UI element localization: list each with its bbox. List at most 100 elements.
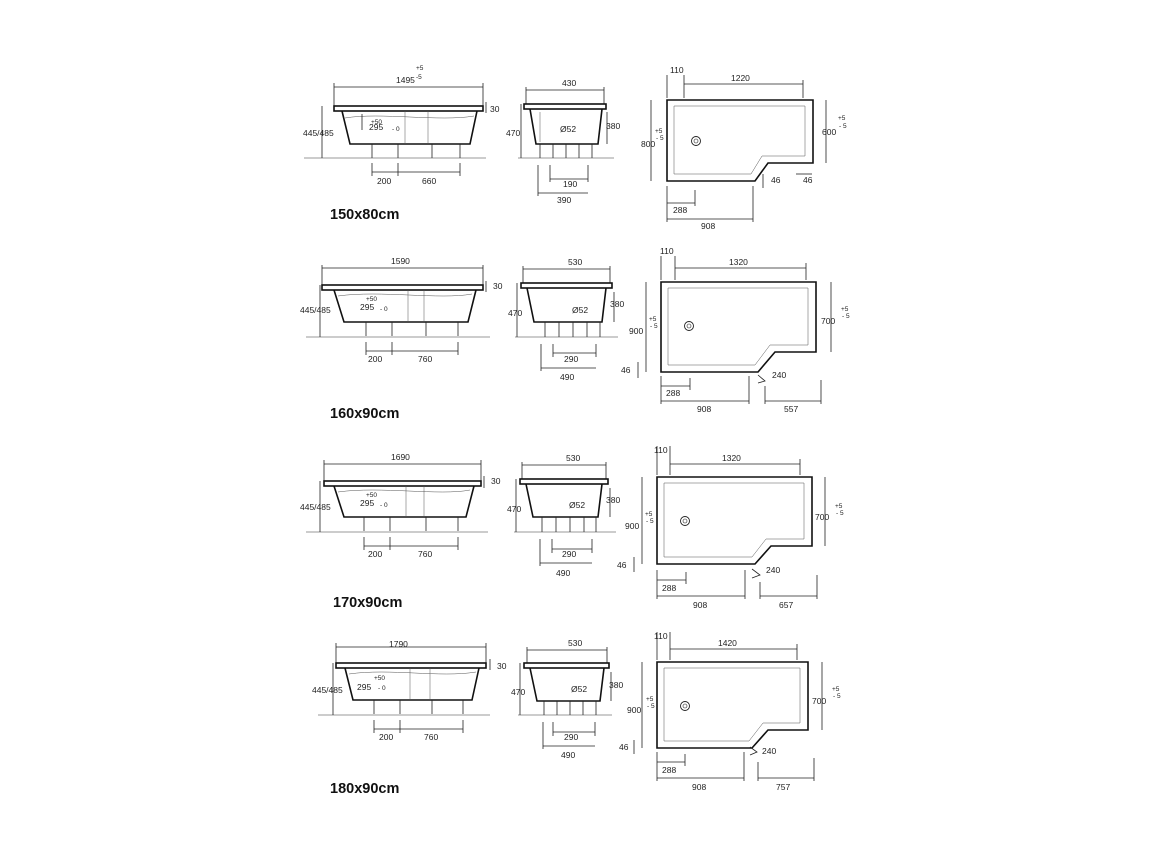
end-inner: 380 bbox=[606, 121, 620, 131]
end-inner: 380 bbox=[609, 680, 623, 690]
size-label: 150x80cm bbox=[330, 207, 399, 223]
plan-top: 1320 bbox=[729, 257, 748, 267]
side-outlet-minus: - 0 bbox=[392, 126, 400, 133]
side-outlet-plus: +50 bbox=[366, 492, 377, 499]
side-rim: 30 bbox=[490, 104, 500, 114]
model-row-4: 1790 445/485 30 295 +50 - 0 200 760 bbox=[312, 631, 841, 797]
side-outlet: 295 bbox=[369, 122, 383, 132]
end-base: 490 bbox=[560, 372, 574, 382]
plan-view: 110 1320 900 +5 - 5 700 +5 - 5 46 240 28… bbox=[621, 246, 850, 414]
side-length: 1690 bbox=[391, 452, 410, 462]
plan-top: 1320 bbox=[722, 453, 741, 463]
end-width: 530 bbox=[566, 453, 580, 463]
end-drain: Ø52 bbox=[569, 500, 585, 510]
plan-narrow-tol-plus: +5 bbox=[841, 306, 849, 313]
plan-step2: 46 bbox=[803, 175, 813, 185]
model-row-2: 1590 445/485 30 295 +50 - 0 200 760 bbox=[300, 246, 850, 422]
plan-step: 46 bbox=[771, 175, 781, 185]
size-label: 180x90cm bbox=[330, 781, 399, 797]
end-feet: 290 bbox=[564, 354, 578, 364]
plan-length: 908 bbox=[701, 221, 715, 231]
side-height: 445/485 bbox=[312, 685, 343, 695]
plan-view: 110 1320 900 +5 - 5 700 +5 - 5 46 240 28… bbox=[617, 445, 844, 610]
plan-depth: 900 bbox=[625, 521, 639, 531]
plan-depth-tol-plus: +5 bbox=[649, 316, 657, 323]
end-drain: Ø52 bbox=[571, 684, 587, 694]
side-view: 1790 445/485 30 295 +50 - 0 200 760 bbox=[312, 639, 507, 742]
side-leg2: 760 bbox=[424, 732, 438, 742]
side-outlet: 295 bbox=[357, 682, 371, 692]
plan-narrow-tol-minus: - 5 bbox=[842, 313, 850, 320]
end-height: 470 bbox=[506, 128, 520, 138]
model-row-1: 1495 +5 -5 445/485 30 295 +50 bbox=[303, 65, 847, 231]
side-outlet-minus: - 0 bbox=[380, 306, 388, 313]
end-base: 490 bbox=[561, 750, 575, 760]
end-height: 470 bbox=[508, 308, 522, 318]
plan-drain-pos: 288 bbox=[662, 765, 676, 775]
side-outlet-minus: - 0 bbox=[378, 685, 386, 692]
plan-narrow: 600 bbox=[822, 127, 836, 137]
end-inner: 380 bbox=[610, 299, 624, 309]
plan-view: 110 1220 800 +5 - 5 600 +5 - 5 46 46 288 bbox=[641, 65, 847, 231]
plan-depth: 900 bbox=[629, 326, 643, 336]
end-feet: 290 bbox=[564, 732, 578, 742]
side-leg1: 200 bbox=[377, 176, 391, 186]
model-row-3: 1690 445/485 30 295 +50 - 0 200 760 bbox=[300, 445, 844, 611]
side-length: 1590 bbox=[391, 256, 410, 266]
side-height: 445/485 bbox=[300, 305, 331, 315]
end-base: 390 bbox=[557, 195, 571, 205]
side-view: 1495 +5 -5 445/485 30 295 +50 bbox=[303, 65, 500, 186]
plan-depth-tol-minus: - 5 bbox=[656, 135, 664, 142]
side-length: 1790 bbox=[389, 639, 408, 649]
plan-depth-tol-minus: - 5 bbox=[647, 703, 655, 710]
side-rim: 30 bbox=[493, 281, 503, 291]
plan-step: 46 bbox=[617, 560, 627, 570]
plan-step: 46 bbox=[621, 365, 631, 375]
side-height: 445/485 bbox=[300, 502, 331, 512]
plan-front: 110 bbox=[660, 246, 674, 256]
end-view: 430 470 380 Ø52 190 390 bbox=[506, 78, 620, 205]
plan-narrow: 700 bbox=[815, 512, 829, 522]
side-tol-minus: -5 bbox=[416, 74, 422, 81]
plan-front: 110 bbox=[670, 65, 684, 75]
end-view: 530 470 380 Ø52 290 490 bbox=[511, 638, 623, 760]
plan-narrow-tol-plus: +5 bbox=[835, 503, 843, 510]
side-leg2: 660 bbox=[422, 176, 436, 186]
plan-top: 1420 bbox=[718, 638, 737, 648]
plan-narrow-tol-minus: - 5 bbox=[833, 693, 841, 700]
plan-narrow-tol-plus: +5 bbox=[838, 115, 846, 122]
plan-depth-tol-plus: +5 bbox=[646, 696, 654, 703]
side-outlet: 295 bbox=[360, 302, 374, 312]
plan-narrow: 700 bbox=[812, 696, 826, 706]
side-outlet-plus: +50 bbox=[374, 675, 385, 682]
side-outlet-plus: +50 bbox=[366, 296, 377, 303]
plan-depth-tol-minus: - 5 bbox=[646, 518, 654, 525]
side-rim: 30 bbox=[491, 476, 501, 486]
plan-front: 110 bbox=[654, 445, 668, 455]
plan-angle: 240 bbox=[766, 565, 780, 575]
side-rim: 30 bbox=[497, 661, 507, 671]
end-width: 530 bbox=[568, 638, 582, 648]
side-length: 1495 bbox=[396, 75, 415, 85]
end-feet: 190 bbox=[563, 179, 577, 189]
side-leg2: 760 bbox=[418, 354, 432, 364]
side-outlet-plus: +50 bbox=[371, 119, 382, 126]
end-view: 530 470 380 Ø52 290 490 bbox=[508, 257, 624, 382]
end-height: 470 bbox=[507, 504, 521, 514]
end-height: 470 bbox=[511, 687, 525, 697]
plan-tail: 657 bbox=[779, 600, 793, 610]
end-width: 530 bbox=[568, 257, 582, 267]
side-view: 1590 445/485 30 295 +50 - 0 200 760 bbox=[300, 256, 503, 364]
side-leg1: 200 bbox=[379, 732, 393, 742]
plan-length: 908 bbox=[692, 782, 706, 792]
plan-angle: 240 bbox=[762, 746, 776, 756]
size-label: 170x90cm bbox=[333, 595, 402, 611]
end-drain: Ø52 bbox=[572, 305, 588, 315]
end-drain: Ø52 bbox=[560, 124, 576, 134]
plan-top: 1220 bbox=[731, 73, 750, 83]
plan-front: 110 bbox=[654, 631, 668, 641]
plan-tail: 757 bbox=[776, 782, 790, 792]
plan-narrow-tol-minus: - 5 bbox=[839, 123, 847, 130]
plan-depth: 800 bbox=[641, 139, 655, 149]
side-leg2: 760 bbox=[418, 549, 432, 559]
